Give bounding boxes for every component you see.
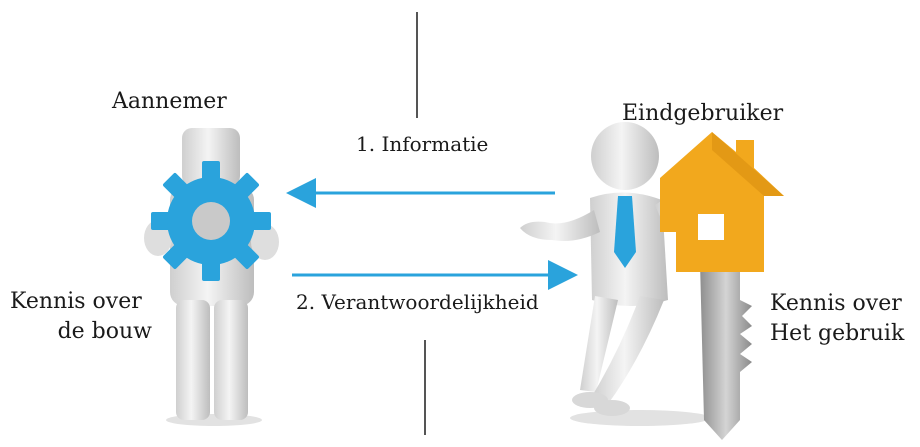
enduser-knowledge-line2: Het gebruik [770, 321, 905, 346]
arrow-information-label: 1. Informatie [356, 132, 489, 156]
enduser-title: Eindgebruiker [622, 101, 784, 126]
contractor-knowledge-line2: de bouw [57, 319, 152, 344]
arrow-responsibility-label: 2. Verantwoordelijkheid [296, 290, 539, 314]
person-holding-gear-icon [144, 128, 279, 426]
gear-icon [151, 161, 271, 281]
house-key-icon [660, 132, 784, 440]
contractor-title: Aannemer [112, 89, 227, 114]
contractor-knowledge-line1: Kennis over [10, 289, 142, 314]
enduser-knowledge-line1: Kennis over [770, 291, 902, 316]
